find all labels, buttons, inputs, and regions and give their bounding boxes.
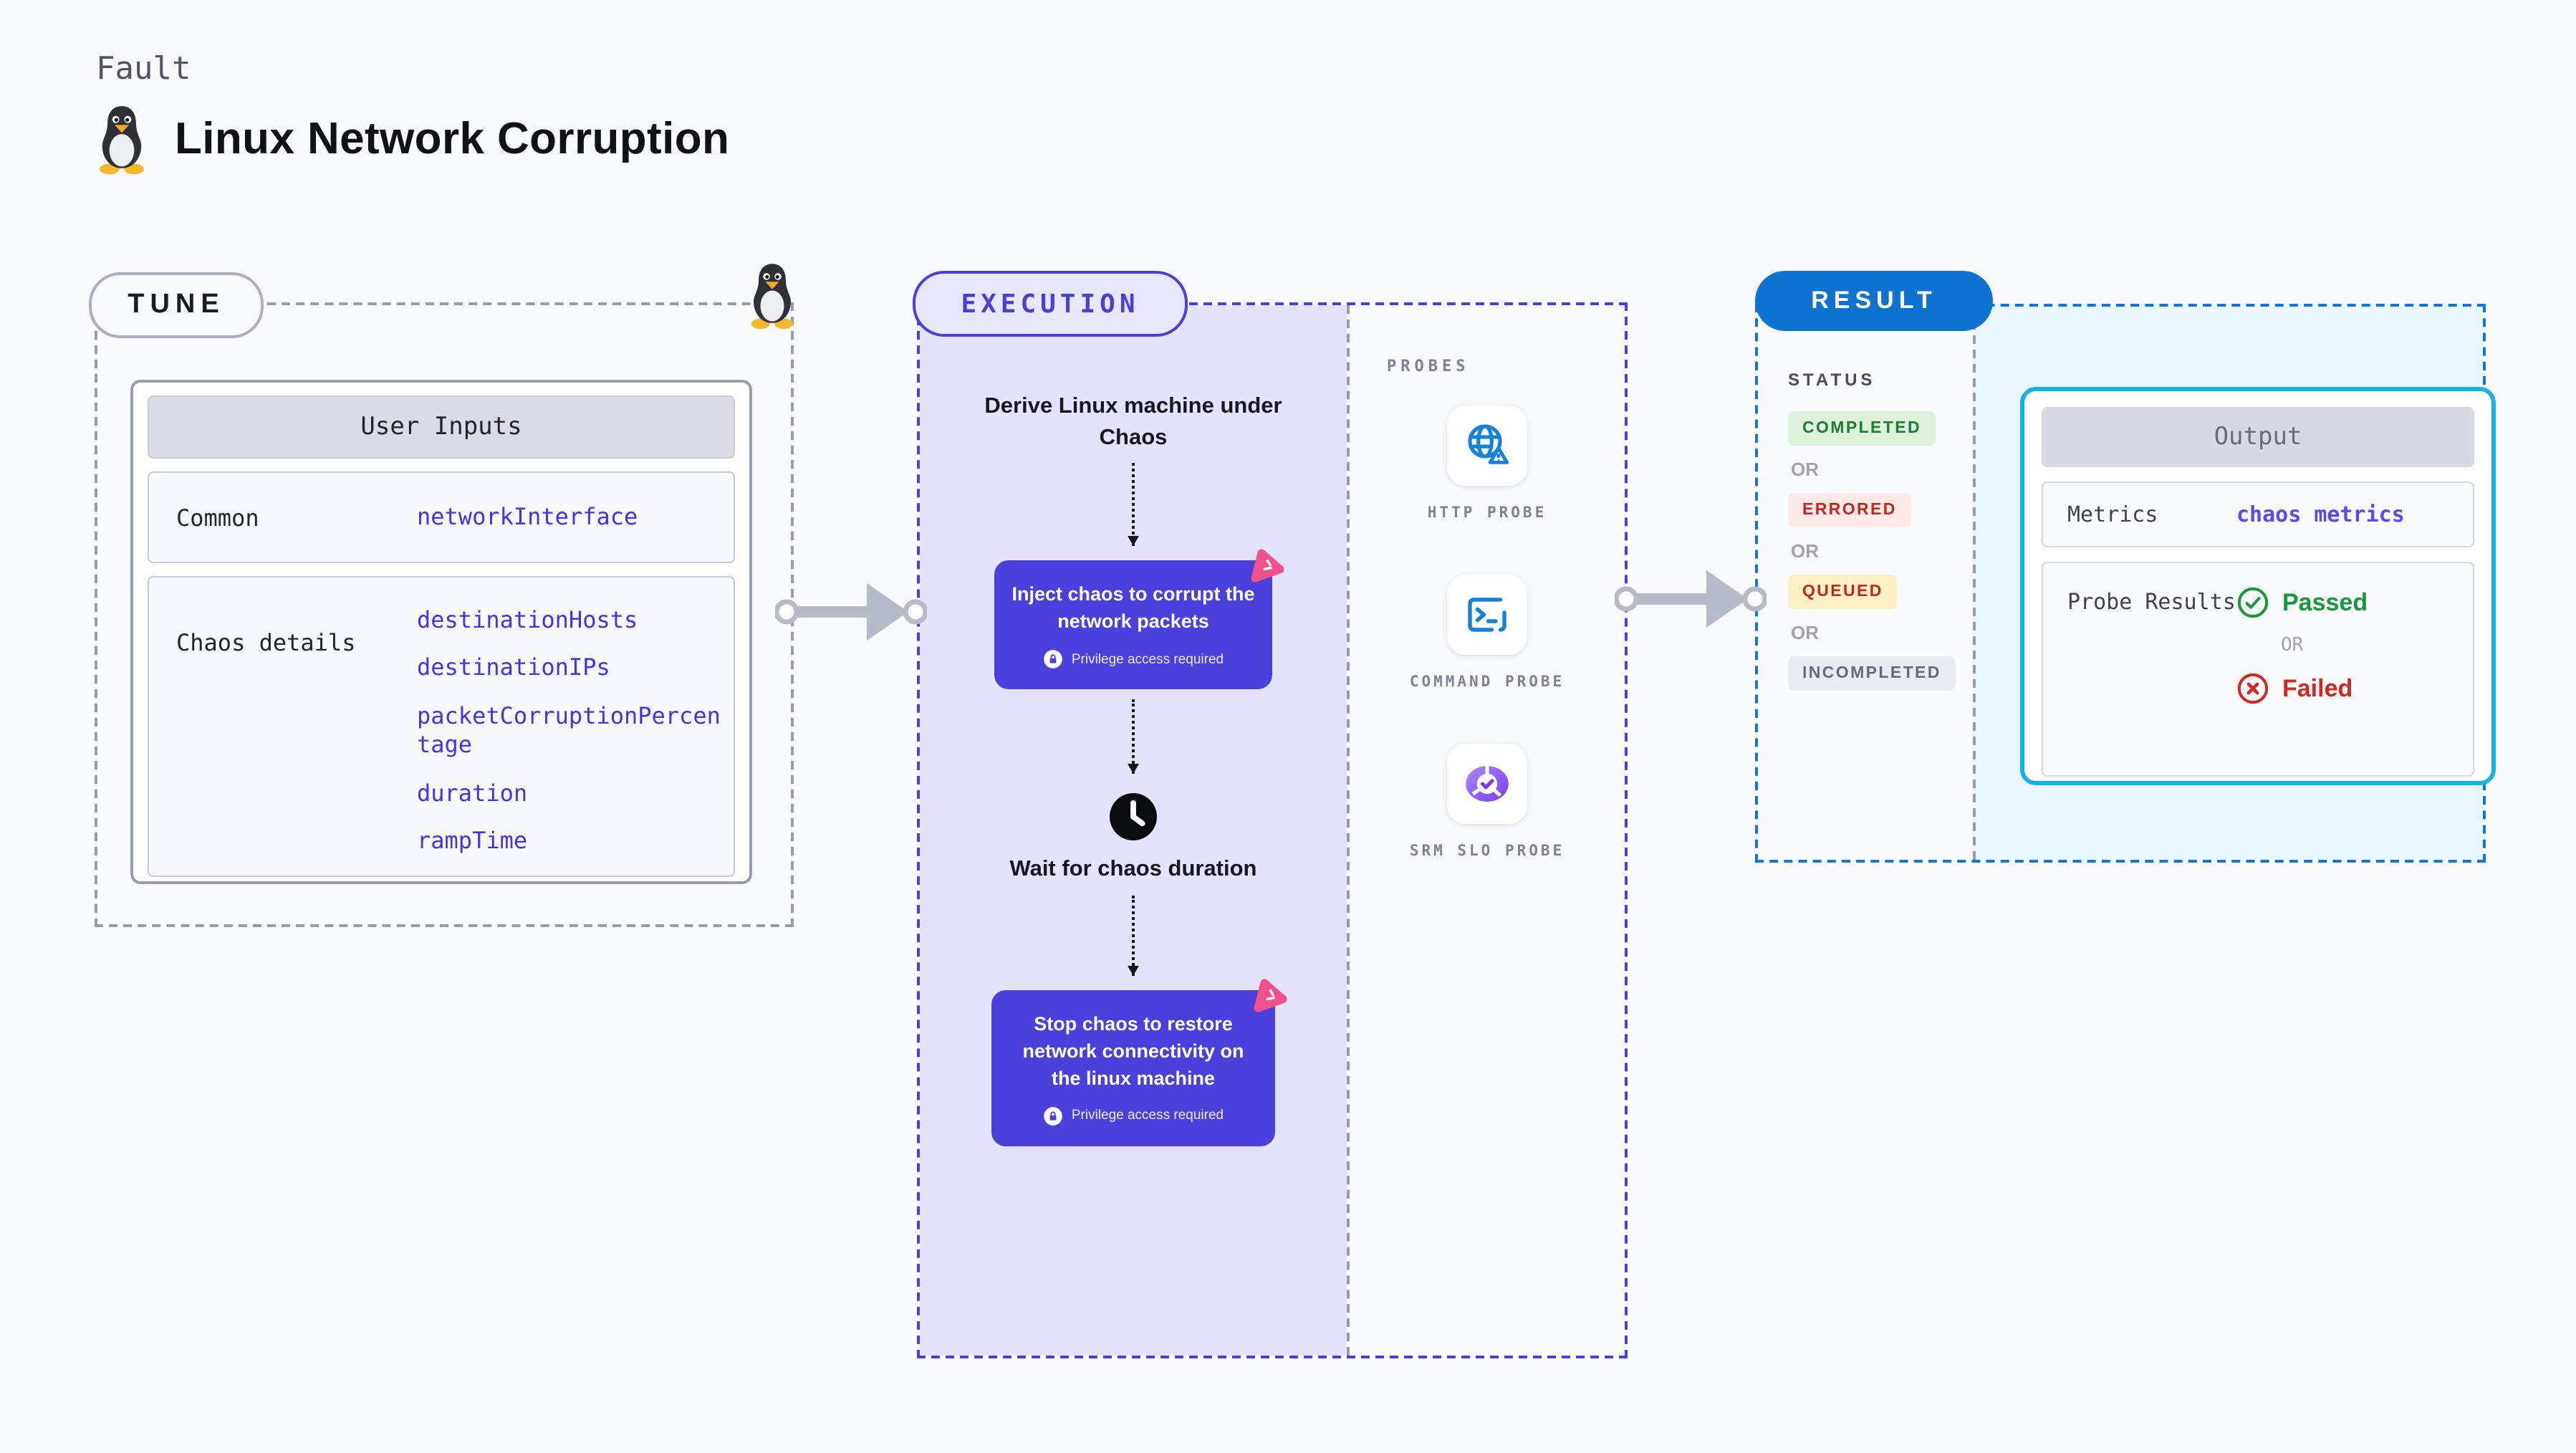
inject-chaos-card: Inject chaos to corrupt the network pack… xyxy=(994,550,1284,690)
linux-penguin-icon xyxy=(100,106,144,175)
globe-alert-icon xyxy=(1468,424,1509,464)
privilege-text: Privilege access required xyxy=(1071,1108,1224,1124)
down-arrow xyxy=(1128,463,1139,547)
probe-card xyxy=(1447,406,1527,486)
passed-label: Passed xyxy=(2282,588,2368,615)
title-row: Linux Network Corruption xyxy=(92,103,729,175)
probe-name: HTTP PROBE xyxy=(1427,504,1547,522)
lock-icon xyxy=(1044,650,1062,669)
input-value: destinationIPs xyxy=(417,653,610,681)
status-badge: ERRORED xyxy=(1788,493,1911,527)
execution-to-result-arrow xyxy=(1615,570,1767,628)
slo-donut-icon xyxy=(1466,764,1509,802)
probe-card xyxy=(1447,574,1527,655)
failed-label: Failed xyxy=(2282,674,2353,701)
failed-row: Failed xyxy=(2236,672,2368,705)
harness-chaos-icon xyxy=(1251,550,1284,583)
stop-chaos-card: Stop chaos to restore network connectivi… xyxy=(991,979,1287,1146)
metrics-row: Metrics chaos metrics xyxy=(2042,481,2474,547)
probe-item: HTTP PROBE xyxy=(1407,406,1567,526)
metrics-value: chaos metrics xyxy=(2236,502,2405,527)
input-row-label: Chaos details xyxy=(176,629,356,656)
probe-card xyxy=(1447,743,1527,824)
privilege-text: Privilege access required xyxy=(1071,651,1224,668)
input-value: duration xyxy=(417,779,528,807)
privilege-note: Privilege access required xyxy=(1011,649,1255,669)
input-row-label: Common xyxy=(176,504,259,531)
output-header: Output xyxy=(2042,407,2474,467)
probe-name: COMMAND PROBE xyxy=(1409,673,1565,691)
probe-item: SRM SLO PROBE xyxy=(1407,743,1567,863)
or-label: OR xyxy=(1791,459,1819,480)
execution-pill: EXECUTION xyxy=(913,271,1188,337)
probe-item: COMMAND PROBE xyxy=(1407,574,1567,695)
execution-section: Derive Linux machine under Chaos Inject … xyxy=(917,302,1628,1358)
user-inputs-table: User Inputs Common networkInterface Chao… xyxy=(130,380,752,884)
tune-content: User Inputs Common networkInterface Chao… xyxy=(95,302,788,921)
or-label: OR xyxy=(2281,635,2304,656)
probes-heading: PROBES xyxy=(1387,357,1470,375)
user-inputs-header: User Inputs xyxy=(148,395,735,459)
input-value: networkInterface xyxy=(417,502,638,530)
down-arrow xyxy=(1128,895,1139,976)
tune-pill: TUNE xyxy=(89,272,264,338)
status-column: STATUS COMPLETED OR ERRORED OR QUEUED OR… xyxy=(1758,307,1973,860)
probes-panel: PROBES HTTP PROBE xyxy=(1347,305,1625,1356)
table-row: Common networkInterface xyxy=(148,471,735,563)
table-row: Chaos details destinationHosts destinati… xyxy=(148,576,735,877)
or-label: OR xyxy=(1791,622,1819,643)
metrics-label: Metrics xyxy=(2067,502,2158,527)
clock-icon xyxy=(1110,793,1157,841)
tune-to-execution-arrow xyxy=(775,583,927,641)
inject-step-text: Inject chaos to corrupt the network pack… xyxy=(1011,583,1255,633)
harness-chaos-icon xyxy=(1254,979,1287,1012)
probe-results-row: Probe Results Passed OR xyxy=(2042,562,2474,777)
input-value: packetCorruptionPercentage xyxy=(417,701,721,759)
input-value: destinationHosts xyxy=(417,606,638,633)
fault-kicker: Fault xyxy=(96,52,191,87)
input-value: rampTime xyxy=(417,827,528,855)
linux-penguin-icon xyxy=(751,264,794,329)
status-heading: STATUS xyxy=(1788,370,1876,390)
page-title: Linux Network Corruption xyxy=(175,113,730,163)
result-section: STATUS COMPLETED OR ERRORED OR QUEUED OR… xyxy=(1755,304,2496,863)
privilege-note: Privilege access required xyxy=(1009,1106,1258,1126)
execution-flow-panel: Derive Linux machine under Chaos Inject … xyxy=(920,305,1347,1356)
status-badge: QUEUED xyxy=(1788,575,1898,609)
output-panel: Output Metrics chaos metrics Probe Resul… xyxy=(1973,307,2496,860)
lock-icon xyxy=(1044,1106,1062,1125)
result-pill: RESULT xyxy=(1755,271,1993,331)
probe-name: SRM SLO PROBE xyxy=(1409,842,1565,860)
probe-results-label: Probe Results xyxy=(2067,589,2236,615)
stop-step-text: Stop chaos to restore network connectivi… xyxy=(1022,1012,1244,1089)
or-label: OR xyxy=(1791,540,1819,562)
wait-step-text: Wait for chaos duration xyxy=(1009,857,1257,882)
x-circle-icon xyxy=(2237,673,2269,704)
check-circle-icon xyxy=(2237,587,2269,618)
terminal-icon xyxy=(1468,597,1506,632)
status-badge: COMPLETED xyxy=(1788,411,1936,446)
output-card: Output Metrics chaos metrics Probe Resul… xyxy=(2020,387,2496,785)
passed-row: Passed xyxy=(2236,586,2368,619)
derive-step-text: Derive Linux machine under Chaos xyxy=(984,394,1282,450)
down-arrow xyxy=(1128,699,1139,775)
status-badge: INCOMPLETED xyxy=(1788,656,1956,691)
